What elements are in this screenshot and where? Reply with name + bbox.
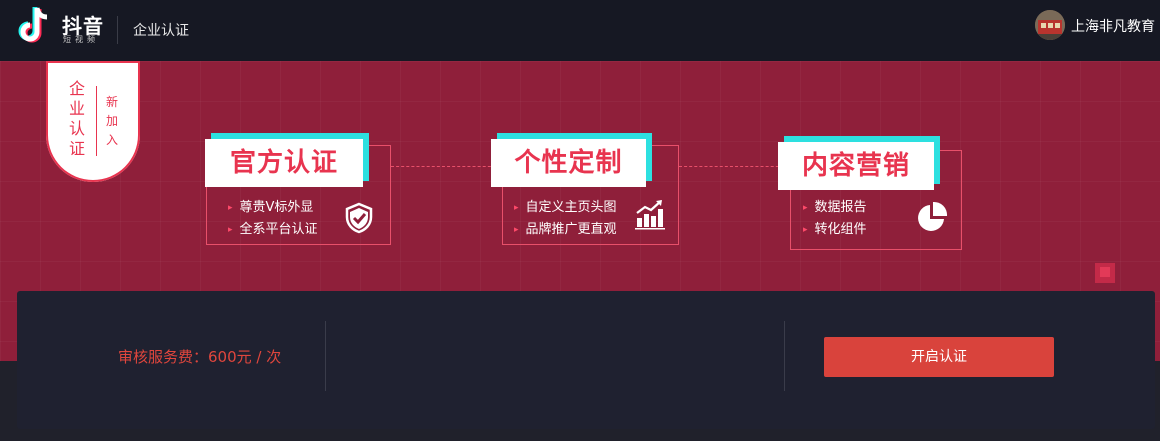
start-verification-button[interactable]: 开启认证 xyxy=(824,337,1054,377)
feature-bullets-custom: 自定义主页头图 品牌推广更直观 xyxy=(514,197,617,241)
badge-subtitle: 新加入 xyxy=(105,95,118,147)
panel-divider xyxy=(784,321,785,391)
douyin-logo-icon[interactable] xyxy=(15,4,55,48)
badge-divider xyxy=(96,86,97,156)
feature-title-marketing: 内容营销 xyxy=(778,142,934,190)
feature-title-custom: 个性定制 xyxy=(491,139,646,187)
feature-bullets-marketing: 数据报告 转化组件 xyxy=(803,197,867,241)
page-title: 企业认证 xyxy=(133,23,189,39)
user-avatar[interactable] xyxy=(1035,10,1065,40)
brand-subtitle: 短视频 xyxy=(63,35,99,44)
service-fee-text: 审核服务费：600元 / 次 xyxy=(118,348,282,366)
list-item: 品牌推广更直观 xyxy=(514,219,617,241)
feature-bullets-official: 尊贵V标外显 全系平台认证 xyxy=(228,197,318,241)
shield-check-icon xyxy=(345,202,373,234)
header-divider xyxy=(117,16,118,44)
brand-name: 抖音 xyxy=(62,14,104,38)
feature-connector xyxy=(391,166,501,167)
username[interactable]: 上海非凡教育 xyxy=(1071,19,1155,35)
service-panel: 审核服务费：600元 / 次 开启认证 xyxy=(17,291,1155,429)
list-item: 转化组件 xyxy=(803,219,867,241)
feature-connector xyxy=(679,166,789,167)
decorative-square xyxy=(1100,267,1110,277)
new-badge-ribbon: 企业认证 新加入 xyxy=(46,61,140,182)
list-item: 全系平台认证 xyxy=(228,219,318,241)
bar-chart-trend-icon xyxy=(635,200,665,230)
list-item: 数据报告 xyxy=(803,197,867,219)
list-item: 自定义主页头图 xyxy=(514,197,617,219)
pie-chart-icon xyxy=(918,201,948,231)
list-item: 尊贵V标外显 xyxy=(228,197,318,219)
badge-title: 企业认证 xyxy=(68,79,85,158)
avatar-image-icon xyxy=(1035,10,1065,40)
top-navigation-bar: 抖音 短视频 企业认证 上海非凡教育 xyxy=(0,0,1160,61)
feature-title-official: 官方认证 xyxy=(205,139,363,187)
panel-divider xyxy=(325,321,326,391)
